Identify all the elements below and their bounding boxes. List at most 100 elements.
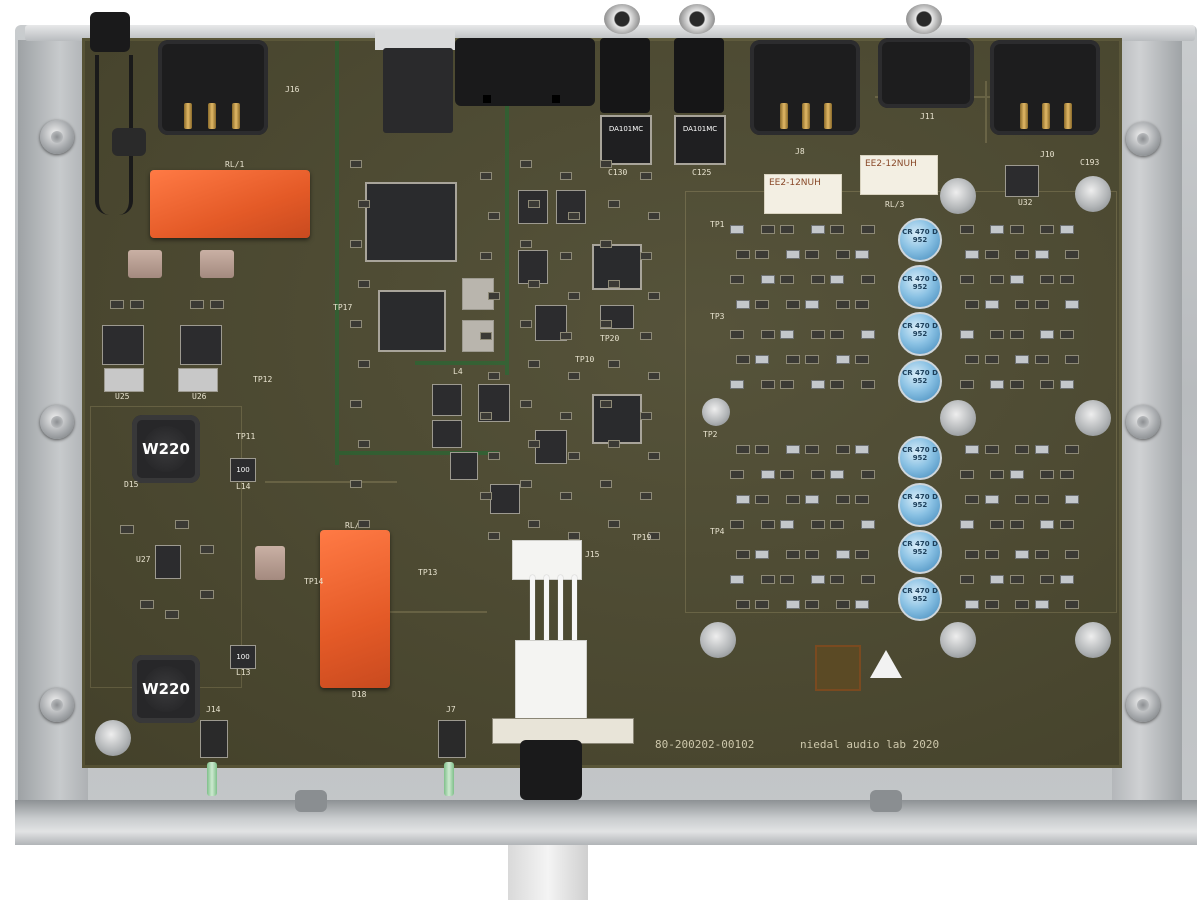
trace xyxy=(335,41,339,465)
smd-component xyxy=(985,600,999,609)
regulator-ic xyxy=(102,325,144,365)
cable-wire xyxy=(572,575,577,645)
electrolytic-capacitor: CR 470 D 952 xyxy=(898,577,942,621)
chassis-screw xyxy=(1126,405,1160,439)
smd-component xyxy=(736,550,750,559)
usb-shield xyxy=(375,30,455,50)
small-ic xyxy=(490,484,520,514)
label-l14: L14 xyxy=(236,482,251,491)
smd-component xyxy=(648,372,660,380)
smd-component xyxy=(1060,575,1074,584)
smd-component xyxy=(985,355,999,364)
inductor-l14: 100 xyxy=(230,458,256,482)
label-tp10: TP10 xyxy=(575,355,595,364)
smd-component xyxy=(560,252,572,260)
smd-component xyxy=(761,575,775,584)
label-tp2: TP2 xyxy=(703,430,718,439)
small-ic xyxy=(432,384,462,416)
smd-component xyxy=(1035,495,1049,504)
smd-component xyxy=(600,400,612,408)
label-rl1: RL/1 xyxy=(225,160,245,169)
smd-component xyxy=(358,520,370,528)
inductor-l13: 100 xyxy=(230,645,256,669)
smd-component xyxy=(1035,300,1049,309)
pcb-standoff xyxy=(940,400,976,436)
label-j16: J16 xyxy=(285,85,300,94)
front-screw xyxy=(870,790,902,812)
smd-component xyxy=(830,225,844,234)
smd-component xyxy=(1060,330,1074,339)
pcb-standoff xyxy=(1075,622,1111,658)
smd-component xyxy=(1065,355,1079,364)
smd-component xyxy=(528,280,540,288)
led-indicator xyxy=(207,762,217,796)
smd-component xyxy=(600,480,612,488)
smd-component xyxy=(1010,330,1024,339)
small-ic xyxy=(432,420,462,448)
esd-warning-icon xyxy=(815,645,861,691)
power-inductor-2: W220 xyxy=(132,655,200,723)
board-id: 80-200202-00102 xyxy=(655,738,755,751)
smd-component xyxy=(528,520,540,528)
smd-component xyxy=(1035,355,1049,364)
label-l4: L4 xyxy=(453,367,463,376)
smd-component xyxy=(780,575,794,584)
smd-component xyxy=(1015,250,1029,259)
smd-component xyxy=(830,330,844,339)
smd-component xyxy=(836,495,850,504)
smd-component xyxy=(120,525,134,534)
label-tp13: TP13 xyxy=(418,568,438,577)
label-j10: J10 xyxy=(1040,150,1055,159)
rca-housing xyxy=(600,38,650,113)
smd-component xyxy=(836,355,850,364)
smd-component xyxy=(755,445,769,454)
label-tp1: TP1 xyxy=(710,220,725,229)
label-tp4: TP4 xyxy=(710,527,725,536)
smd-component xyxy=(640,492,652,500)
smd-component xyxy=(528,440,540,448)
xlr-connector xyxy=(158,40,268,135)
smd-component xyxy=(811,470,825,479)
smd-component xyxy=(780,470,794,479)
smd-component xyxy=(985,550,999,559)
pcb-standoff xyxy=(95,720,131,756)
smd-component xyxy=(600,320,612,328)
smd-component xyxy=(811,575,825,584)
label-j15: J15 xyxy=(585,550,600,559)
label-l13: L13 xyxy=(236,668,251,677)
label-j8: J8 xyxy=(795,147,805,156)
smd-component xyxy=(350,480,362,488)
heatsink-tab xyxy=(178,368,218,392)
smd-component xyxy=(608,360,620,368)
smd-component xyxy=(830,470,844,479)
smd-component xyxy=(990,225,1004,234)
smd-component xyxy=(861,470,875,479)
smd-component xyxy=(480,492,492,500)
smd-component xyxy=(965,250,979,259)
smd-component xyxy=(786,600,800,609)
pcb-standoff xyxy=(1075,400,1111,436)
smd-component xyxy=(488,532,500,540)
smd-component xyxy=(190,300,204,309)
pcb-standoff xyxy=(1075,176,1111,212)
smd-component xyxy=(855,355,869,364)
smd-component xyxy=(990,470,1004,479)
smd-component xyxy=(568,452,580,460)
label-c130: C130 xyxy=(608,168,628,177)
smd-component xyxy=(640,332,652,340)
regulator-ic xyxy=(180,325,222,365)
smd-component xyxy=(811,380,825,389)
smd-component xyxy=(1015,300,1029,309)
smd-component xyxy=(861,275,875,284)
chassis-screw xyxy=(1126,688,1160,722)
smd-component xyxy=(1035,250,1049,259)
smd-capacitor xyxy=(128,250,162,278)
smd-component xyxy=(990,380,1004,389)
smd-component xyxy=(985,300,999,309)
chassis-front-lip xyxy=(15,800,1197,845)
smd-component xyxy=(965,445,979,454)
smd-component xyxy=(836,300,850,309)
smd-component xyxy=(1040,330,1054,339)
smd-component xyxy=(736,495,750,504)
smd-component xyxy=(830,380,844,389)
